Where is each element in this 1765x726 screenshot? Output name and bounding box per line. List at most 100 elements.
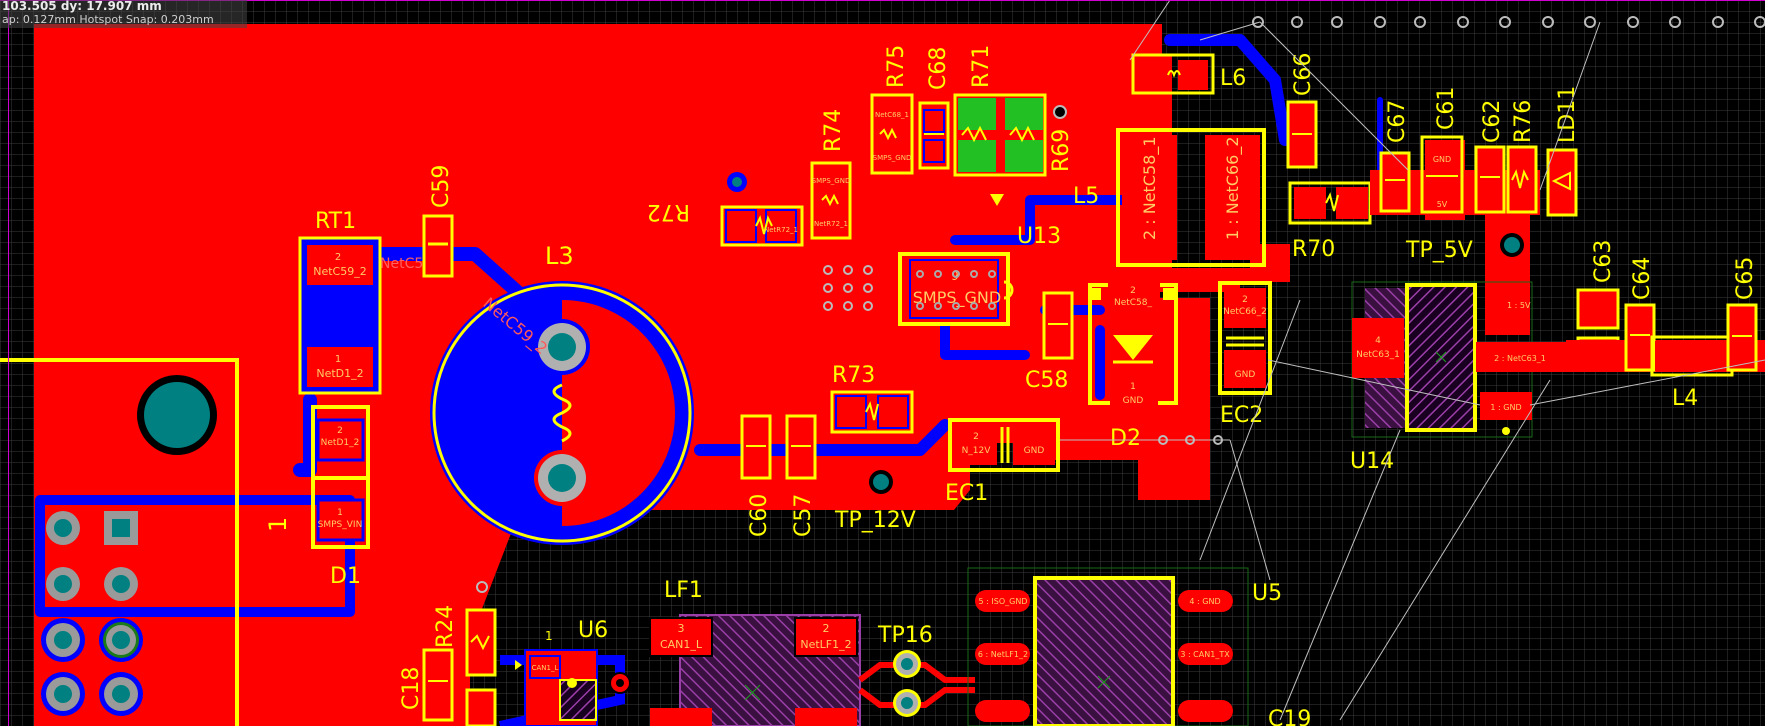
r76-resistor[interactable]: R76	[1506, 100, 1538, 214]
c58-capacitor[interactable]: C58	[1025, 291, 1074, 393]
d1-pad2-net: NetD1_2	[321, 438, 360, 448]
u13-pad-net: SMPS_GND	[913, 288, 1001, 308]
u14-pad1: 1 : GND	[1490, 403, 1521, 412]
u13-ic[interactable]: 9 SMPS_GND U13	[898, 194, 1061, 326]
u14-pad4-num: 4	[1375, 336, 1381, 346]
u14-pad4-net: NetC63_1	[1356, 350, 1400, 360]
l4-designator: L4	[1672, 386, 1698, 411]
c61-copper	[1425, 140, 1465, 220]
d1-pad1-net: SMPS_VIN	[318, 520, 363, 530]
c61-pad-net: GND	[1433, 155, 1451, 164]
r74-pad-bot: NetR72_1	[814, 220, 848, 228]
r73-designator: R73	[832, 363, 875, 388]
c68-capacitor[interactable]: C68	[918, 47, 951, 170]
u14-regulator[interactable]: 4 NetC63_1 1 : GND 2 : NetC63_1 U14	[1350, 281, 1566, 474]
connector-j1[interactable]	[0, 358, 239, 726]
tp5v-designator: TP_5V	[1405, 238, 1473, 263]
d1-pad2-num: 2	[337, 426, 343, 436]
u6-pad-net: CAN1_L	[532, 664, 559, 672]
l4-inductor[interactable]: L4	[1650, 335, 1734, 411]
l3-inductor[interactable]: NetC59_2	[430, 281, 694, 545]
ratsnest	[1060, 0, 1765, 721]
l5-designator: L5	[1073, 184, 1099, 209]
c65-designator: C65	[1733, 257, 1758, 300]
c58-designator: C58	[1025, 368, 1068, 393]
ec1-pad2-net: N_12V	[962, 446, 992, 456]
l5-inductor[interactable]: 2 : NetC58_1 1 : NetC66_2 L5	[1073, 128, 1266, 267]
lf1-pad2-net: NetLF1_2	[800, 638, 851, 651]
rt1-thermistor[interactable]: 2 NetC59_2 1 NetD1_2 RT1	[298, 209, 382, 395]
hud-snap-info: ap: 0.127mm Hotspot Snap: 0.203mm	[2, 13, 214, 26]
c63-designator: C63	[1591, 240, 1616, 283]
d2-designator: D2	[1110, 426, 1141, 451]
lf1-pad3-net: CAN1_L	[660, 638, 703, 651]
d2-pad1-num: 1	[1130, 382, 1136, 392]
u5-pin5: 5 : ISO_GND	[979, 597, 1028, 606]
r72-resistor[interactable]: NetR72_1 R72	[647, 172, 804, 247]
tp12v-testpoint[interactable]: TP_12V	[834, 470, 916, 533]
netc59-trace-label: NetC59	[380, 256, 432, 272]
ec2-pad2-net: NetC66_2	[1223, 307, 1267, 317]
r70-resistor[interactable]: R70	[1288, 181, 1372, 262]
ec2-pad1-net: GND	[1235, 370, 1256, 380]
r72-designator: R72	[647, 199, 690, 224]
d1-designator: D1	[330, 564, 361, 589]
d1-diode[interactable]: 2 NetD1_2 1 SMPS_VIN D1	[311, 405, 370, 589]
r71-r69-selected[interactable]: R71 R69	[953, 45, 1074, 177]
r75-pad-bot: SMPS_GND	[873, 154, 912, 162]
tp16-testpoint[interactable]: TP16	[858, 623, 975, 717]
c65-capacitor[interactable]: C65	[1726, 257, 1758, 372]
board-outline-top	[0, 0, 1765, 1]
c57-capacitor[interactable]: C57	[785, 414, 817, 537]
r24-resistor[interactable]: R24	[433, 581, 497, 726]
c67-designator: C67	[1385, 100, 1410, 143]
c59-capacitor[interactable]: C59	[422, 165, 454, 278]
thermal-via-array	[823, 265, 873, 311]
c68-designator: C68	[926, 47, 951, 90]
u5-transceiver[interactable]: 5 : ISO_GND 6 : NetLF1_2 4 : GND 3 : CAN…	[967, 567, 1311, 726]
r76-designator: R76	[1511, 100, 1536, 143]
r71-designator: R71	[969, 45, 994, 88]
r69-designator: R69	[1049, 129, 1074, 172]
ec2-designator: EC2	[1220, 403, 1263, 428]
c61-pad-net2: 5V	[1437, 200, 1448, 209]
c59-designator: C59	[429, 165, 454, 208]
c67-capacitor[interactable]: C67	[1379, 100, 1411, 213]
c18-designator: C18	[399, 667, 424, 710]
c18-capacitor[interactable]: C18	[399, 648, 454, 722]
u6-designator: U6	[578, 618, 608, 643]
rt1-pad2-num: 2	[335, 252, 341, 263]
l5-pad2-label: 1 : NetC66_2	[1223, 136, 1243, 240]
c64-capacitor[interactable]: C64	[1624, 257, 1656, 372]
l3-designator: L3	[545, 242, 574, 270]
l6-designator: L6	[1220, 66, 1246, 91]
ec2-capacitor[interactable]: 2 NetC66_2 GND EC2	[1218, 281, 1272, 428]
c57-designator: C57	[791, 494, 816, 537]
l6-inductor[interactable]: L6	[1131, 53, 1246, 95]
ec1-capacitor[interactable]: 2 N_12V GND EC1	[945, 418, 1060, 506]
c60-designator: C60	[747, 494, 772, 537]
lf1-pad2-num: 2	[823, 622, 830, 635]
d2-pad2-num: 2	[1130, 286, 1136, 296]
tp16-designator: TP16	[877, 623, 933, 648]
u6-ic[interactable]: 1 CAN1_L U6	[498, 618, 631, 726]
u5-pin6: 6 : NetLF1_2	[978, 650, 1028, 659]
r75-pad-top: NetC68_1	[875, 111, 909, 119]
c66-capacitor[interactable]: C66	[1286, 53, 1318, 169]
u5-pin4: 4 : GND	[1189, 597, 1220, 606]
lf1-pad3-num: 3	[678, 622, 685, 635]
c60-capacitor[interactable]: C60	[740, 414, 772, 537]
c62-capacitor[interactable]: C62	[1474, 100, 1506, 214]
u14-pad2: 2 : NetC63_1	[1494, 354, 1546, 363]
r73-resistor[interactable]: R73	[830, 363, 914, 434]
r72-pad-net: NetR72_1	[764, 226, 798, 234]
tp5v-testpoint[interactable]: TP_5V	[1405, 233, 1524, 263]
lf1-filter[interactable]: 3 CAN1_L 2 NetLF1_2 LF1	[649, 578, 861, 726]
mounting-hole	[144, 382, 210, 448]
r75-resistor[interactable]: NetC68_1 SMPS_GND R75	[870, 45, 914, 175]
c61-capacitor[interactable]: GND 5V C61	[1420, 87, 1464, 214]
u5-pin3: 3 : CAN1_TX	[1180, 650, 1230, 659]
r74-resistor[interactable]: SMPS_GND NetR72_1 R74	[810, 109, 852, 240]
d2-diode[interactable]: 2 NetC58_ 1 GND D2	[1088, 280, 1178, 451]
